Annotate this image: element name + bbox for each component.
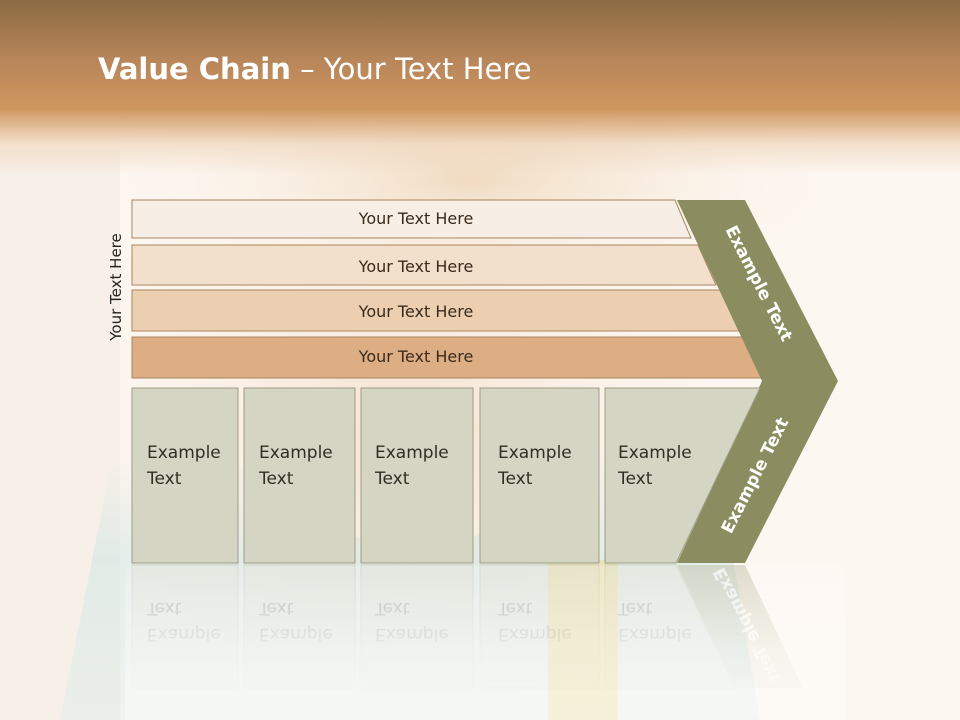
band-3: Your Text Here [131,289,740,332]
band-1-shape [131,199,692,239]
box-3-line2: Text [374,469,410,489]
box-3-shape [360,387,474,564]
chevron-shape [677,200,838,563]
box-1: Example Text [131,387,239,564]
box-2-line2: Text [258,469,294,489]
box-4: Example Text [479,387,600,564]
box-4-line1: Example [498,443,572,463]
box-group: Example Text Example Text Example Text E… [131,387,761,564]
band-2: Your Text Here [131,244,717,286]
box-5-shape [604,387,761,564]
page-title: Value Chain – Your Text Here [98,52,532,86]
reflection-fade [125,565,845,720]
box-2-line1: Example [259,443,333,463]
box-2: Example Text [243,387,356,564]
box-1-line2: Text [146,469,182,489]
box-5-line1: Example [618,443,692,463]
band-2-label: Your Text Here [358,257,474,276]
box-5-line2: Text [617,469,653,489]
box-4-line2: Text [497,469,533,489]
box-4-shape [479,387,600,564]
box-3: Example Text [360,387,474,564]
header-band [0,0,960,175]
box-5: Example Text [604,387,761,564]
box-3-line1: Example [375,443,449,463]
side-label: Your Text Here [107,233,125,341]
box-2-shape [243,387,356,564]
band-3-label: Your Text Here [358,302,474,321]
band-1-label: Your Text Here [358,209,474,228]
box-1-line1: Example [147,443,221,463]
reflection: Example Text Example Text Example Text E… [125,564,845,720]
band-2-shape [131,244,717,286]
band-4-label: Your Text Here [358,347,474,366]
band-4: Your Text Here [131,336,763,379]
box-1-shape [131,387,239,564]
title-rest: – Your Text Here [290,52,532,86]
band-1: Your Text Here [131,199,692,239]
title-bold: Value Chain [98,52,291,86]
band-group: Your Text Here Your Text Here Your Text … [131,199,763,379]
